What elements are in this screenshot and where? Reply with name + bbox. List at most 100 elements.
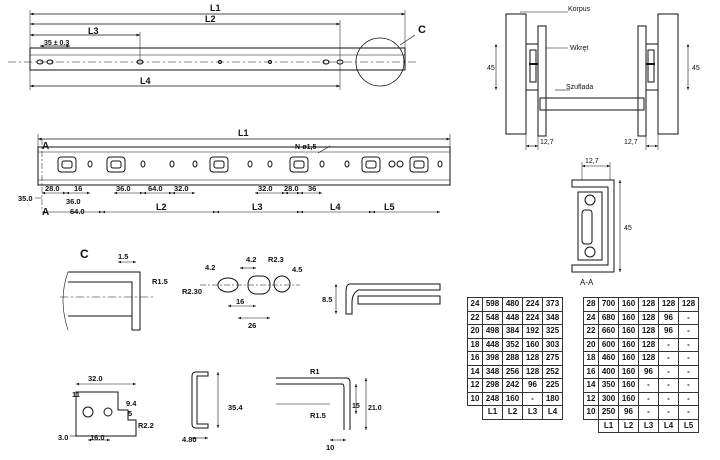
label-42: 4.2 [205,263,215,272]
label-64a: 64.0 [70,207,85,216]
table-cell: 448 [502,310,523,325]
label-aa: A-A [580,278,594,287]
section-aa-view [571,162,622,273]
table-cell: 24 [467,297,483,312]
table-cell: 20 [583,337,599,352]
label-210: 21.0 [368,405,382,412]
hole-layout-view [35,134,451,214]
bracket-detail-view [70,382,137,442]
table-cell: 384 [502,324,523,339]
table-cell: 128 [638,351,659,366]
table-cell: 242 [502,378,523,393]
label-28b: 28.0 [284,184,299,193]
table-cell: 160 [618,391,639,406]
table-cell: 18 [583,351,599,366]
label-l4-mid: L4 [330,202,341,212]
table-cell: 498 [482,324,503,339]
table-cell: - [678,378,699,393]
label-r22: R2.2 [138,421,154,430]
table-cell: 16 [583,364,599,379]
table-cell: 160 [618,337,639,352]
table-cell: 400 [598,364,619,379]
table-cell: - [678,364,699,379]
table-header-cell: L1 [598,418,619,433]
label-16-slot: 16 [236,297,244,306]
label-94: 9.4 [126,399,137,408]
table-header-cell: L4 [658,418,679,433]
table-header-cell: L2 [618,418,639,433]
label-36c: 36 [308,184,316,193]
profile-side-view [334,283,441,315]
table-cell: 128 [638,297,659,312]
table-cell: 192 [522,324,543,339]
table-cell: 96 [638,364,659,379]
label-l3-top: L3 [88,26,99,36]
table-cell: 252 [542,364,563,379]
table-cell: 160 [618,364,639,379]
table-cell: 598 [482,297,503,312]
table-header-cell [584,419,599,433]
detail-c-view [60,260,155,331]
table-cell: - [678,391,699,406]
label-42b: 4.2 [246,255,256,264]
table-cell: 22 [467,310,483,325]
table-cell: 160 [618,351,639,366]
table-cell: 22 [583,324,599,339]
label-36b: 36.0 [116,184,131,193]
table-cell: 128 [638,337,659,352]
label-32b: 32.0 [258,184,273,193]
table-cell: 160 [502,391,523,406]
label-26: 26 [248,321,256,330]
slot-detail-view [200,266,300,320]
rail-plate [37,146,451,186]
table-cell: - [658,405,679,420]
detail-c-circle [355,37,405,87]
table-cell: 225 [542,378,563,393]
table-cell: 160 [618,310,639,325]
table-cell: 348 [482,364,503,379]
table-cell: 224 [522,297,543,312]
table-cell: - [678,310,699,325]
table-cell: 128 [638,310,659,325]
top-rail-view [8,10,418,90]
table-cell: 96 [658,324,679,339]
table-cell: 14 [583,378,599,393]
cabinet-section-view [494,11,690,150]
table-cell: - [658,351,679,366]
table-cell: 24 [583,310,599,325]
label-l3-mid: L3 [252,202,263,212]
table-cell: - [658,337,679,352]
table-cell: 96 [522,378,543,393]
table-cell: 10 [583,405,599,420]
cabinet-wall-left [505,13,527,135]
table-cell: 660 [598,324,619,339]
table-cell: - [658,364,679,379]
label-45-left: 45 [487,65,495,72]
label-30: 3.0 [58,433,68,442]
label-korpus: Korpus [568,6,591,13]
table-cell: 10 [467,391,483,406]
label-l2-top: L2 [205,14,216,24]
table-cell: - [658,391,679,406]
label-15-end: 15 [352,403,360,410]
table-cell: - [638,391,659,406]
table-cell: 160 [522,337,543,352]
table-cell: 250 [598,405,619,420]
label-28: 28.0 [45,184,60,193]
rail-end-view [276,377,368,442]
label-350: 35.0 [18,194,33,203]
table-cell: 16 [467,351,483,366]
label-32a: 32.0 [174,184,189,193]
table-cell: 298 [482,378,503,393]
